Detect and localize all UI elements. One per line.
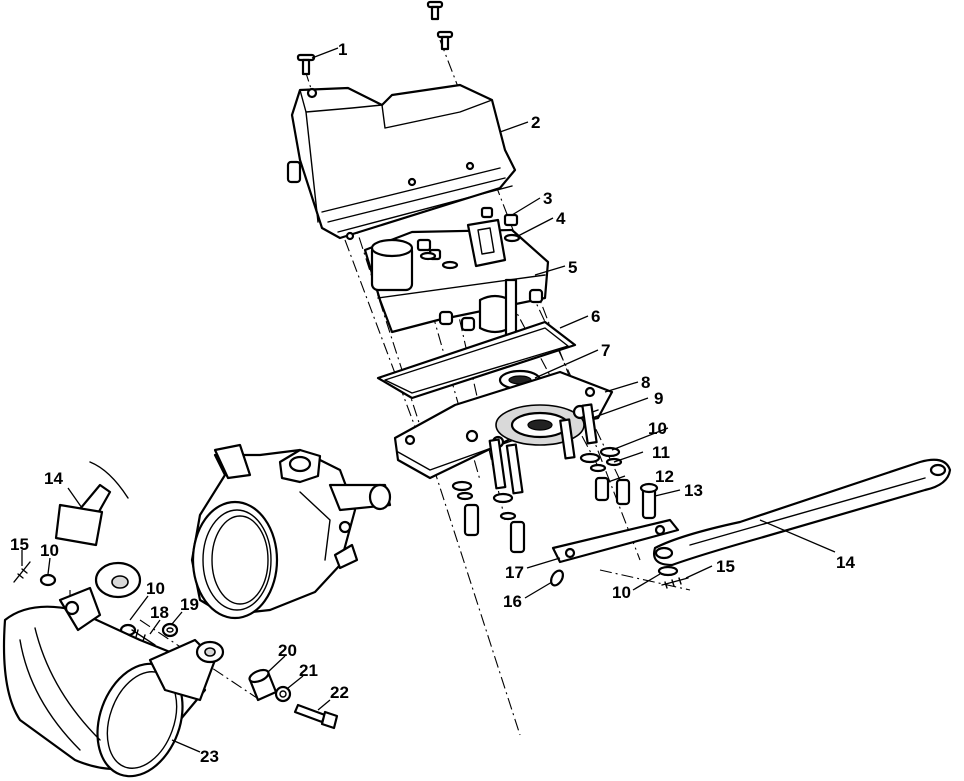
callout-15-right: 15 <box>716 557 735 576</box>
callout-19: 19 <box>180 595 199 614</box>
callout-14-left: 14 <box>44 469 63 488</box>
callout-9: 9 <box>654 389 663 408</box>
screw-part-15-left <box>13 561 31 583</box>
callout-4: 4 <box>556 209 566 228</box>
callout-21: 21 <box>299 661 318 680</box>
throttle-body-part-23 <box>2 561 225 778</box>
callout-10-mid: 10 <box>146 579 165 598</box>
callout-14-right: 14 <box>836 553 855 572</box>
callout-6: 6 <box>591 307 600 326</box>
callout-3: 3 <box>543 189 552 208</box>
lever-part-14-left <box>54 461 129 547</box>
actuator-assembly-part-5 <box>363 218 550 342</box>
bushing-part-12 <box>463 476 631 554</box>
leader-lines <box>21 47 836 753</box>
callout-13: 13 <box>684 481 703 500</box>
callout-20: 20 <box>278 641 297 660</box>
gasket-part-6 <box>376 320 577 400</box>
callout-10-right: 10 <box>612 583 631 602</box>
washer-part-4 <box>419 233 521 270</box>
callout-23: 23 <box>200 747 219 766</box>
callout-11: 11 <box>652 443 670 462</box>
callout-15-left: 15 <box>10 535 29 554</box>
screw-part-1 <box>296 0 454 76</box>
bolt-part-22 <box>293 703 339 730</box>
callout-10-upper: 10 <box>648 419 667 438</box>
callout-1: 1 <box>338 40 347 59</box>
callout-10-left: 10 <box>40 541 59 560</box>
callout-22: 22 <box>330 683 349 702</box>
callout-16: 16 <box>503 592 522 611</box>
callout-18: 18 <box>150 603 169 622</box>
callout-5: 5 <box>568 258 577 277</box>
callout-12: 12 <box>655 467 674 486</box>
screw-part-15-right <box>661 577 689 589</box>
washer-part-19 <box>161 622 179 638</box>
washer-part-10 <box>39 446 679 637</box>
housing-cover-part-2 <box>286 83 517 241</box>
callout-labels: 1 2 3 4 5 6 7 8 9 10 11 12 13 14 15 10 1… <box>10 40 855 766</box>
lever-part-14-right <box>653 458 952 567</box>
washer-part-21 <box>274 685 292 703</box>
callout-17: 17 <box>505 563 524 582</box>
callout-7: 7 <box>601 341 610 360</box>
stud-part-9 <box>488 403 598 495</box>
callout-2: 2 <box>531 113 540 132</box>
bolt-part-13 <box>639 482 659 520</box>
throttle-body-housing <box>190 443 392 620</box>
screw-part-18 <box>131 629 156 646</box>
link-arm-part-17 <box>551 518 680 564</box>
clip-part-16 <box>550 569 564 587</box>
callout-8: 8 <box>641 373 650 392</box>
